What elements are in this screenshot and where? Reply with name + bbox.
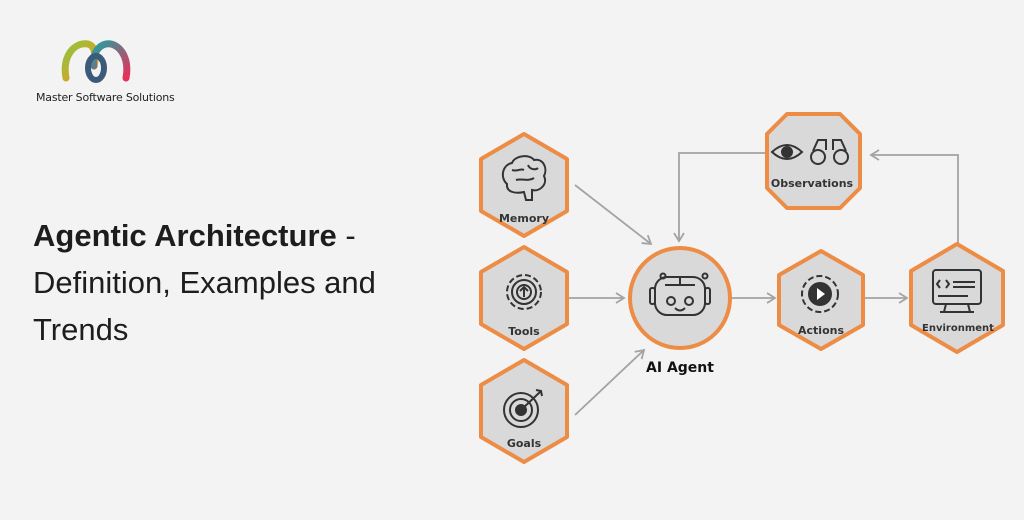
goals-label: Goals (507, 437, 542, 450)
arrow-goals-agent (574, 348, 646, 416)
title-bold: Agentic Architecture (33, 218, 337, 253)
ai-agent-node (628, 246, 732, 350)
brand-name: Master Software Solutions (36, 91, 175, 104)
environment-label: Environment (922, 323, 994, 334)
gear-play-icon (801, 275, 839, 313)
environment-node (909, 242, 1005, 354)
binoculars-icon (810, 139, 849, 165)
target-icon (503, 389, 543, 428)
robot-icon (649, 272, 711, 316)
arrow-memory-agent (574, 184, 653, 246)
gear-upload-icon (506, 274, 542, 310)
arrow-observations-agent (673, 152, 767, 243)
page-title: Agentic Architecture - Definition, Examp… (33, 212, 453, 353)
brain-icon (501, 155, 547, 201)
memory-label: Memory (499, 212, 549, 225)
observations-label: Observations (771, 177, 854, 190)
company-logo (61, 40, 131, 83)
actions-label: Actions (798, 324, 844, 337)
tools-label: Tools (508, 325, 540, 338)
ai-agent-label: AI Agent (646, 360, 714, 376)
title-rest: - Definition, Examples and Trends (33, 218, 376, 347)
arrow-environment-observations (869, 149, 959, 243)
memory-node (479, 132, 569, 238)
monitor-code-icon (932, 269, 982, 313)
eye-icon (770, 144, 804, 160)
